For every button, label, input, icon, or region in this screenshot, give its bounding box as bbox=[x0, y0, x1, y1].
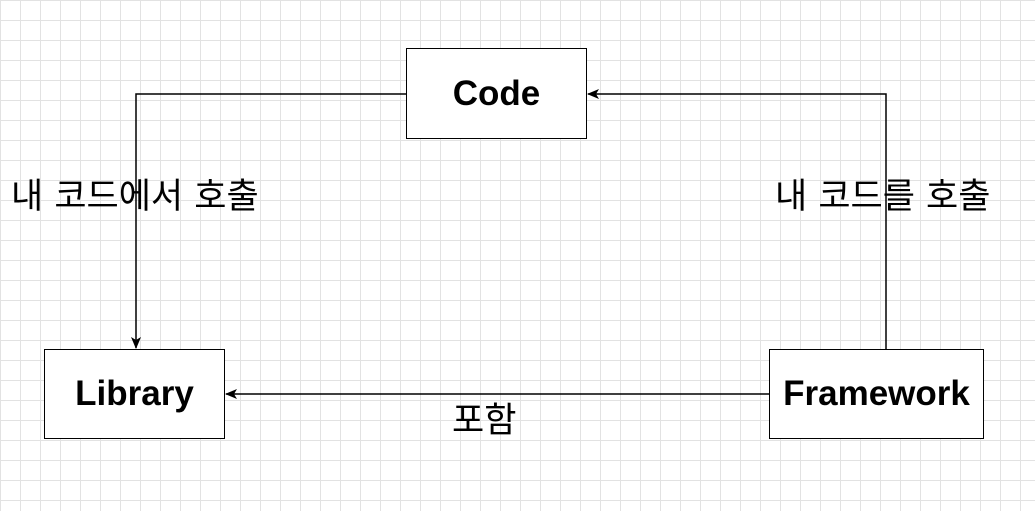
node-library[interactable]: Library bbox=[44, 349, 225, 439]
edge-label-framework-to-library: 포함 bbox=[452, 401, 517, 441]
node-framework[interactable]: Framework bbox=[769, 349, 984, 439]
edge-label-framework-to-code: 내 코드를 호출 bbox=[775, 177, 991, 217]
node-code[interactable]: Code bbox=[406, 48, 587, 139]
edge-label-code-to-library: 내 코드에서 호출 bbox=[11, 177, 259, 217]
edge-code-to-library bbox=[131, 93, 406, 349]
edge-framework-to-code bbox=[587, 89, 887, 349]
